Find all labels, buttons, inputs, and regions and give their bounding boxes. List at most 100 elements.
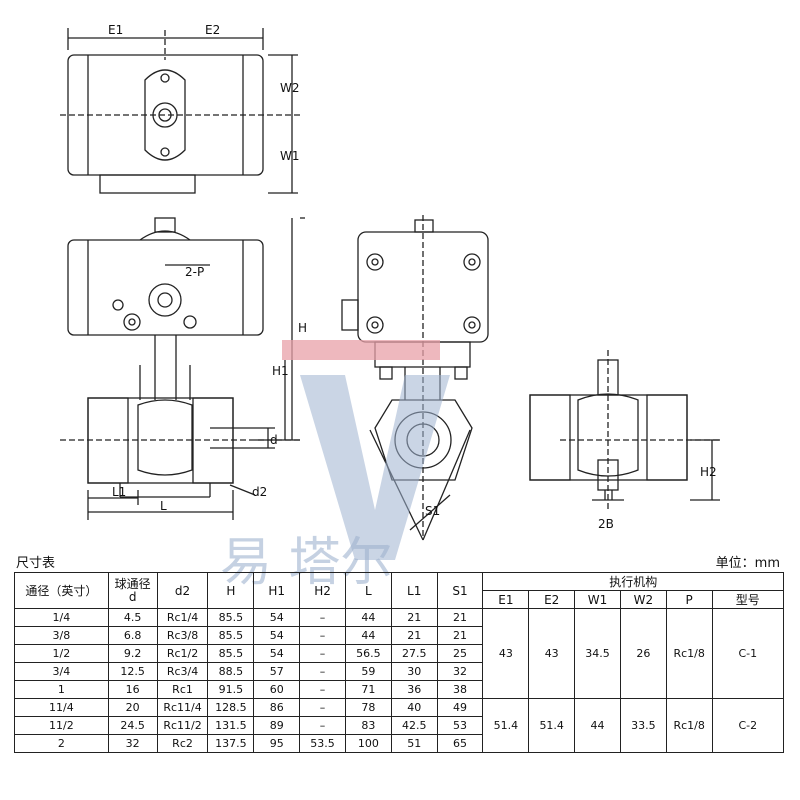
table-cell: 1 [14, 680, 109, 699]
label-2p: 2-P [185, 265, 204, 279]
table-cell: – [299, 644, 346, 663]
technical-drawing: E1 E2 W2 W1 2-P H H1 d d2 L1 L S1 H2 2B [60, 23, 720, 541]
table-cell: 6.8 [107, 626, 158, 645]
table-cell: 53 [436, 716, 484, 735]
header-row: 通径（英寸） 球通径 d d2 H H1 H2 L L1 S1 执行机构 [14, 572, 784, 609]
table-cell: 44 [344, 608, 392, 627]
label-w1: W1 [280, 149, 300, 163]
header-l: L [344, 572, 392, 609]
label-e2: E2 [205, 23, 220, 37]
table-cell: 88.5 [207, 662, 255, 681]
table-cell: 51 [390, 734, 438, 753]
table-cell: 12.5 [107, 662, 158, 681]
table-cell: 137.5 [207, 734, 255, 753]
label-e1: E1 [108, 23, 123, 37]
label-h1: H1 [272, 364, 289, 378]
actuator-cell-p: Rc1/8 [665, 608, 713, 699]
table-cell: 49 [436, 698, 484, 717]
table-cell: – [299, 716, 346, 735]
actuator-cell-e1: 43 [482, 608, 530, 699]
table-cell: 91.5 [207, 680, 255, 699]
header-model: 型号 [711, 590, 785, 609]
table-cell: 54 [253, 608, 301, 627]
table-cell: Rc1 [156, 680, 209, 699]
table-cell: 60 [253, 680, 301, 699]
actuator-cell-e2: 43 [528, 608, 576, 699]
table-cell: 128.5 [207, 698, 255, 717]
table-cell: – [299, 608, 346, 627]
label-d2: d2 [252, 485, 267, 499]
table-cell: 44 [344, 626, 392, 645]
table-cell: 21 [390, 608, 438, 627]
side-view-valve [341, 215, 489, 541]
table-cell: – [299, 698, 346, 717]
label-d: d [270, 433, 278, 447]
header-diameter: 通径（英寸） [14, 572, 109, 609]
table-cell: 57 [253, 662, 301, 681]
actuator-cell-p: Rc1/8 [665, 698, 713, 753]
label-h2: H2 [700, 465, 717, 479]
table-cell: 59 [344, 662, 392, 681]
header-l1: L1 [390, 572, 438, 609]
table-cell: 38 [436, 680, 484, 699]
table-cell: 32 [436, 662, 484, 681]
table-cell: Rc11/2 [156, 716, 209, 735]
table-cell: – [299, 626, 346, 645]
table-cell: 1/4 [14, 608, 109, 627]
header-actuator: 执行机构 [482, 572, 784, 591]
label-s1: S1 [425, 504, 440, 518]
actuator-cell-e1: 51.4 [482, 698, 530, 753]
table-cell: 20 [107, 698, 158, 717]
header-w1: W1 [574, 590, 621, 609]
header-d2: d2 [156, 572, 209, 609]
header-w2: W2 [619, 590, 667, 609]
label-h: H [298, 321, 307, 335]
header-e1: E1 [482, 590, 530, 609]
table-cell: 21 [436, 626, 484, 645]
table-cell: Rc3/4 [156, 662, 209, 681]
table-cell: 71 [344, 680, 392, 699]
table-cell: 21 [390, 626, 438, 645]
label-l1: L1 [112, 485, 126, 499]
table-cell: 86 [253, 698, 301, 717]
table-cell: 95 [253, 734, 301, 753]
table-cell: 2 [14, 734, 109, 753]
actuator-cell-w1: 44 [574, 698, 621, 753]
label-l: L [160, 499, 167, 513]
table-cell: 89 [253, 716, 301, 735]
table-cell: 40 [390, 698, 438, 717]
table-cell: 85.5 [207, 608, 255, 627]
table-cell: 65 [436, 734, 484, 753]
table-cell: 1/2 [14, 644, 109, 663]
header-p: P [665, 590, 713, 609]
table-cell: 3/8 [14, 626, 109, 645]
actuator-cell-w2: 33.5 [619, 698, 667, 753]
actuator-cell-w1: 34.5 [574, 608, 621, 699]
header-s1: S1 [436, 572, 484, 609]
header-subrow: E1 E2 W1 W2 P 型号 [15, 590, 785, 609]
table-cell: 9.2 [107, 644, 158, 663]
table-cell: 56.5 [344, 644, 392, 663]
table-cell: 85.5 [207, 626, 255, 645]
table-cell: 42.5 [390, 716, 438, 735]
table-cell: Rc1/2 [156, 644, 209, 663]
table-cell: 24.5 [107, 716, 158, 735]
table-cell: 32 [107, 734, 158, 753]
table-cell: Rc3/8 [156, 626, 209, 645]
header-ball-bore: 球通径 d [107, 572, 158, 609]
front-view-valve [60, 217, 305, 520]
label-2b: 2B [598, 517, 614, 531]
table-cell: Rc1/4 [156, 608, 209, 627]
table-cell: – [299, 680, 346, 699]
table-cell: 53.5 [299, 734, 346, 753]
header-h: H [207, 572, 255, 609]
table-cell: 16 [107, 680, 158, 699]
table-cell: 21 [436, 608, 484, 627]
table-cell: 36 [390, 680, 438, 699]
table-cell: Rc2 [156, 734, 209, 753]
actuator-cell-e2: 51.4 [528, 698, 576, 753]
